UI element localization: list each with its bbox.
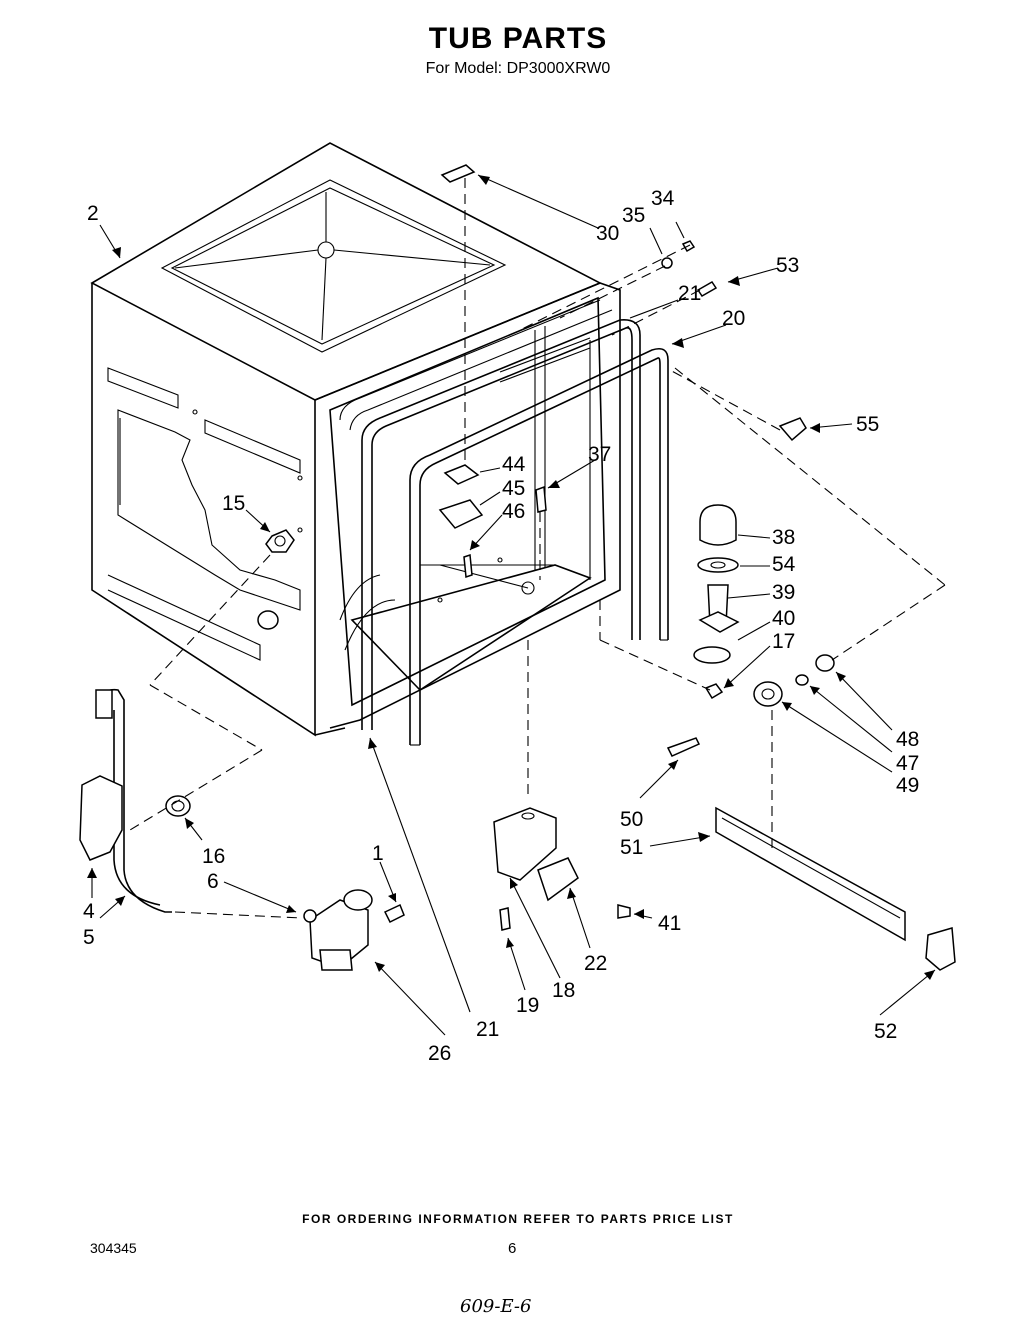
callout-21-upper: 21 bbox=[678, 282, 701, 305]
part-52-end-cap bbox=[925, 927, 956, 971]
callout-4: 4 bbox=[83, 900, 95, 923]
part-35-washer bbox=[661, 257, 673, 269]
callout-20: 20 bbox=[722, 307, 745, 330]
callout-17: 17 bbox=[772, 630, 795, 653]
callout-21-lower: 21 bbox=[476, 1018, 499, 1041]
part-49-grommet bbox=[753, 681, 783, 707]
callout-26: 26 bbox=[428, 1042, 451, 1065]
ordering-note: FOR ORDERING INFORMATION REFER TO PARTS … bbox=[302, 1212, 734, 1226]
part-4-bracket bbox=[79, 775, 123, 861]
part-41-screw bbox=[617, 904, 631, 919]
part-53-screw bbox=[696, 281, 718, 297]
part-46-screw bbox=[463, 553, 473, 579]
callout-15: 15 bbox=[222, 492, 245, 515]
part-44-plate bbox=[443, 464, 480, 485]
callout-16: 16 bbox=[202, 845, 225, 868]
part-22-switch bbox=[537, 857, 579, 902]
callout-6: 6 bbox=[207, 870, 219, 893]
callout-38: 38 bbox=[772, 526, 795, 549]
part-16-grommet bbox=[165, 795, 191, 817]
part-47-washer bbox=[795, 674, 809, 686]
part-37-screw bbox=[535, 485, 547, 513]
callout-44: 44 bbox=[502, 453, 526, 476]
callout-41: 41 bbox=[658, 912, 681, 935]
part-51-rail bbox=[715, 806, 906, 942]
callout-30: 30 bbox=[596, 222, 619, 245]
part-50-screw bbox=[666, 737, 701, 757]
page-title: TUB PARTS bbox=[428, 22, 608, 55]
document-part-number: 304345 bbox=[90, 1240, 137, 1256]
callout-labels: 30 2 34 35 53 21 20 55 37 44 45 46 15 38… bbox=[83, 187, 919, 1065]
part-26-water-valve bbox=[309, 889, 373, 971]
callout-52: 52 bbox=[874, 1020, 897, 1043]
assembly-lines bbox=[129, 178, 946, 919]
callout-48: 48 bbox=[896, 728, 919, 751]
callout-50: 50 bbox=[620, 808, 643, 831]
float-assembly bbox=[693, 504, 740, 700]
leader-arrows bbox=[87, 174, 936, 1036]
callout-55: 55 bbox=[856, 413, 879, 436]
part-18-bracket bbox=[493, 807, 557, 881]
callout-53: 53 bbox=[776, 254, 799, 277]
callout-39: 39 bbox=[772, 581, 795, 604]
callout-49: 49 bbox=[896, 774, 919, 797]
callout-47: 47 bbox=[896, 752, 919, 775]
part-48-nut bbox=[815, 654, 835, 672]
callout-22: 22 bbox=[584, 952, 607, 975]
callout-54: 54 bbox=[772, 553, 796, 576]
callout-1: 1 bbox=[372, 842, 384, 865]
tub-assembly bbox=[90, 142, 669, 746]
callout-2: 2 bbox=[87, 202, 99, 225]
callout-34: 34 bbox=[651, 187, 675, 210]
callout-37: 37 bbox=[588, 443, 611, 466]
callout-46: 46 bbox=[502, 500, 525, 523]
part-45-bracket bbox=[438, 499, 484, 529]
page-number: 6 bbox=[508, 1240, 517, 1257]
callout-5: 5 bbox=[83, 926, 95, 949]
part-19-screw bbox=[499, 907, 511, 931]
part-1-screw bbox=[383, 903, 405, 924]
callout-40: 40 bbox=[772, 607, 795, 630]
callout-51: 51 bbox=[620, 836, 643, 859]
callout-18: 18 bbox=[552, 979, 575, 1002]
callout-19: 19 bbox=[516, 994, 539, 1017]
part-55-bracket bbox=[778, 417, 807, 442]
callout-45: 45 bbox=[502, 477, 525, 500]
part-6-clamp bbox=[303, 909, 317, 923]
handwritten-note: 609-E-6 bbox=[460, 1296, 532, 1317]
part-15-nut bbox=[265, 529, 295, 553]
part-30-clip bbox=[440, 164, 476, 183]
model-subtitle: For Model: DP3000XRW0 bbox=[425, 60, 611, 77]
callout-35: 35 bbox=[622, 204, 645, 227]
